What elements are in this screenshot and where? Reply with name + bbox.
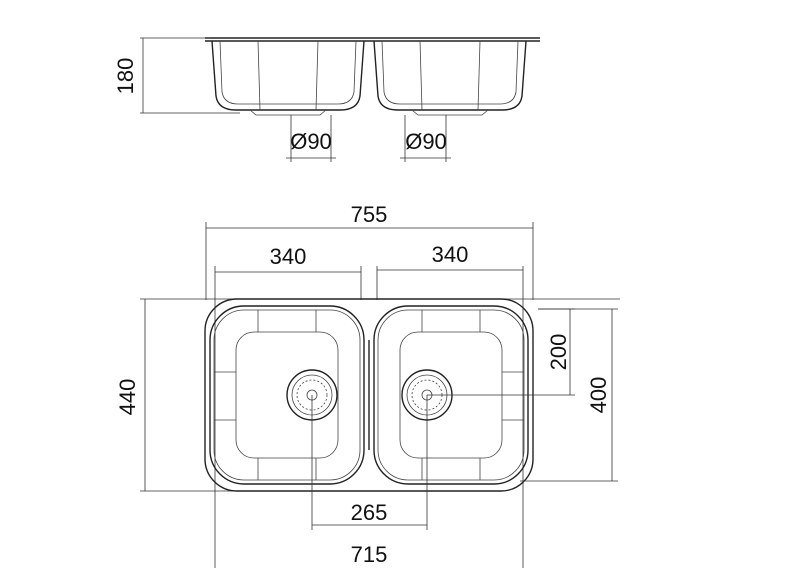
dim-drain-left: Ø90 [290, 129, 332, 154]
side-view-right-bowl [373, 40, 527, 111]
side-view: 180 Ø90 Ø90 [113, 37, 540, 162]
dim-drain-spacing: 265 [351, 500, 388, 525]
left-bowl-outline [209, 305, 365, 485]
dim-right-bowl-width: 340 [432, 242, 469, 267]
top-view: 755 340 340 440 [115, 202, 620, 568]
dim-drain-offset: 200 [546, 334, 571, 371]
dim-bowl-span: 715 [351, 542, 388, 567]
dim-overall-depth: 440 [115, 379, 140, 416]
dim-bowl-depth: 400 [586, 377, 611, 414]
dim-depth-180: 180 [113, 58, 138, 95]
dim-left-bowl-width: 340 [270, 244, 307, 269]
dim-overall-width: 755 [351, 202, 388, 227]
side-view-left-bowl [211, 40, 365, 111]
dim-drain-right: Ø90 [405, 129, 447, 154]
